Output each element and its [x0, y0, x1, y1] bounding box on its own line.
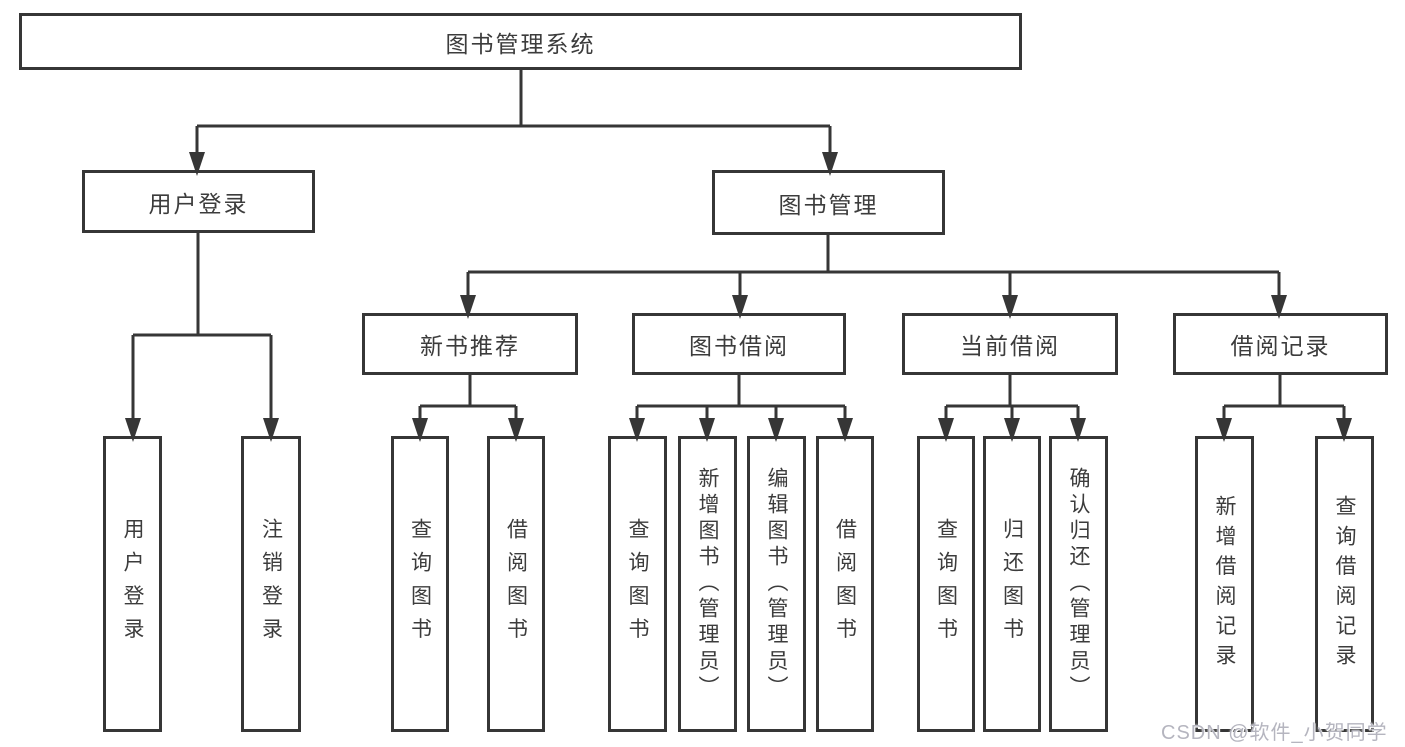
leaf-query-book-label: 查询图书	[408, 517, 432, 651]
node-borrowing-records: 借阅记录	[1173, 313, 1388, 375]
leaf-query-borrow-record-label: 查询借阅记录	[1333, 494, 1356, 674]
leaf-edit-book-admin-label: 编辑图书（管理员）	[765, 466, 788, 702]
connector-borrowing-records	[1222, 375, 1346, 436]
connector-book-borrowing	[635, 375, 847, 436]
node-borrowing-records-label: 借阅记录	[1230, 333, 1331, 359]
leaf-return-book-label: 归还图书	[1000, 517, 1024, 651]
connector-book-management	[466, 235, 1281, 313]
leaf-borrow-book: 借阅图书	[816, 436, 874, 732]
node-library-system-label: 图书管理系统	[445, 30, 596, 57]
node-new-book-recommendation: 新书推荐	[362, 313, 578, 375]
node-book-management: 图书管理	[712, 170, 945, 235]
leaf-edit-book-admin: 编辑图书（管理员）	[747, 436, 806, 732]
node-user-login-label: 用户登录	[148, 190, 249, 217]
node-book-borrowing-label: 图书借阅	[689, 333, 789, 359]
watermark-text: CSDN @软件_小贺同学	[1161, 722, 1388, 744]
node-current-borrowing-label: 当前借阅	[960, 333, 1060, 359]
leaf-logout-login-label: 注销登录	[259, 517, 283, 651]
leaf-borrow-book-label: 借阅图书	[504, 517, 528, 651]
leaf-query-book-label: 查询图书	[934, 517, 958, 651]
leaf-add-book-admin: 新增图书（管理员）	[678, 436, 737, 732]
leaf-borrow-book-label: 借阅图书	[833, 517, 857, 651]
leaf-add-book-admin-label: 新增图书（管理员）	[696, 466, 719, 702]
leaf-query-book-label: 查询图书	[626, 517, 649, 651]
connector-new-book-recommendation	[418, 375, 518, 436]
connector-user-login	[131, 233, 273, 436]
leaf-user-login-label: 用户登录	[121, 517, 144, 651]
leaf-return-book: 归还图书	[983, 436, 1041, 732]
leaf-query-book: 查询图书	[917, 436, 975, 732]
connector-current-borrowing	[944, 375, 1080, 436]
node-user-login: 用户登录	[82, 170, 315, 233]
connector-root	[195, 70, 832, 170]
leaf-add-borrow-record: 新增借阅记录	[1195, 436, 1254, 732]
node-book-management-label: 图书管理	[778, 191, 879, 218]
leaf-query-book: 查询图书	[391, 436, 449, 732]
leaf-add-borrow-record-label: 新增借阅记录	[1213, 494, 1236, 674]
leaf-user-login: 用户登录	[103, 436, 162, 732]
leaf-confirm-return-admin-label: 确认归还（管理员）	[1067, 466, 1090, 702]
node-current-borrowing: 当前借阅	[902, 313, 1118, 375]
leaf-confirm-return-admin: 确认归还（管理员）	[1049, 436, 1108, 732]
leaf-logout-login: 注销登录	[241, 436, 301, 732]
node-library-system: 图书管理系统	[19, 13, 1022, 70]
leaf-query-book: 查询图书	[608, 436, 667, 732]
leaf-query-borrow-record: 查询借阅记录	[1315, 436, 1374, 732]
leaf-borrow-book: 借阅图书	[487, 436, 545, 732]
node-new-book-recommendation-label: 新书推荐	[420, 333, 520, 359]
node-book-borrowing: 图书借阅	[632, 313, 846, 375]
